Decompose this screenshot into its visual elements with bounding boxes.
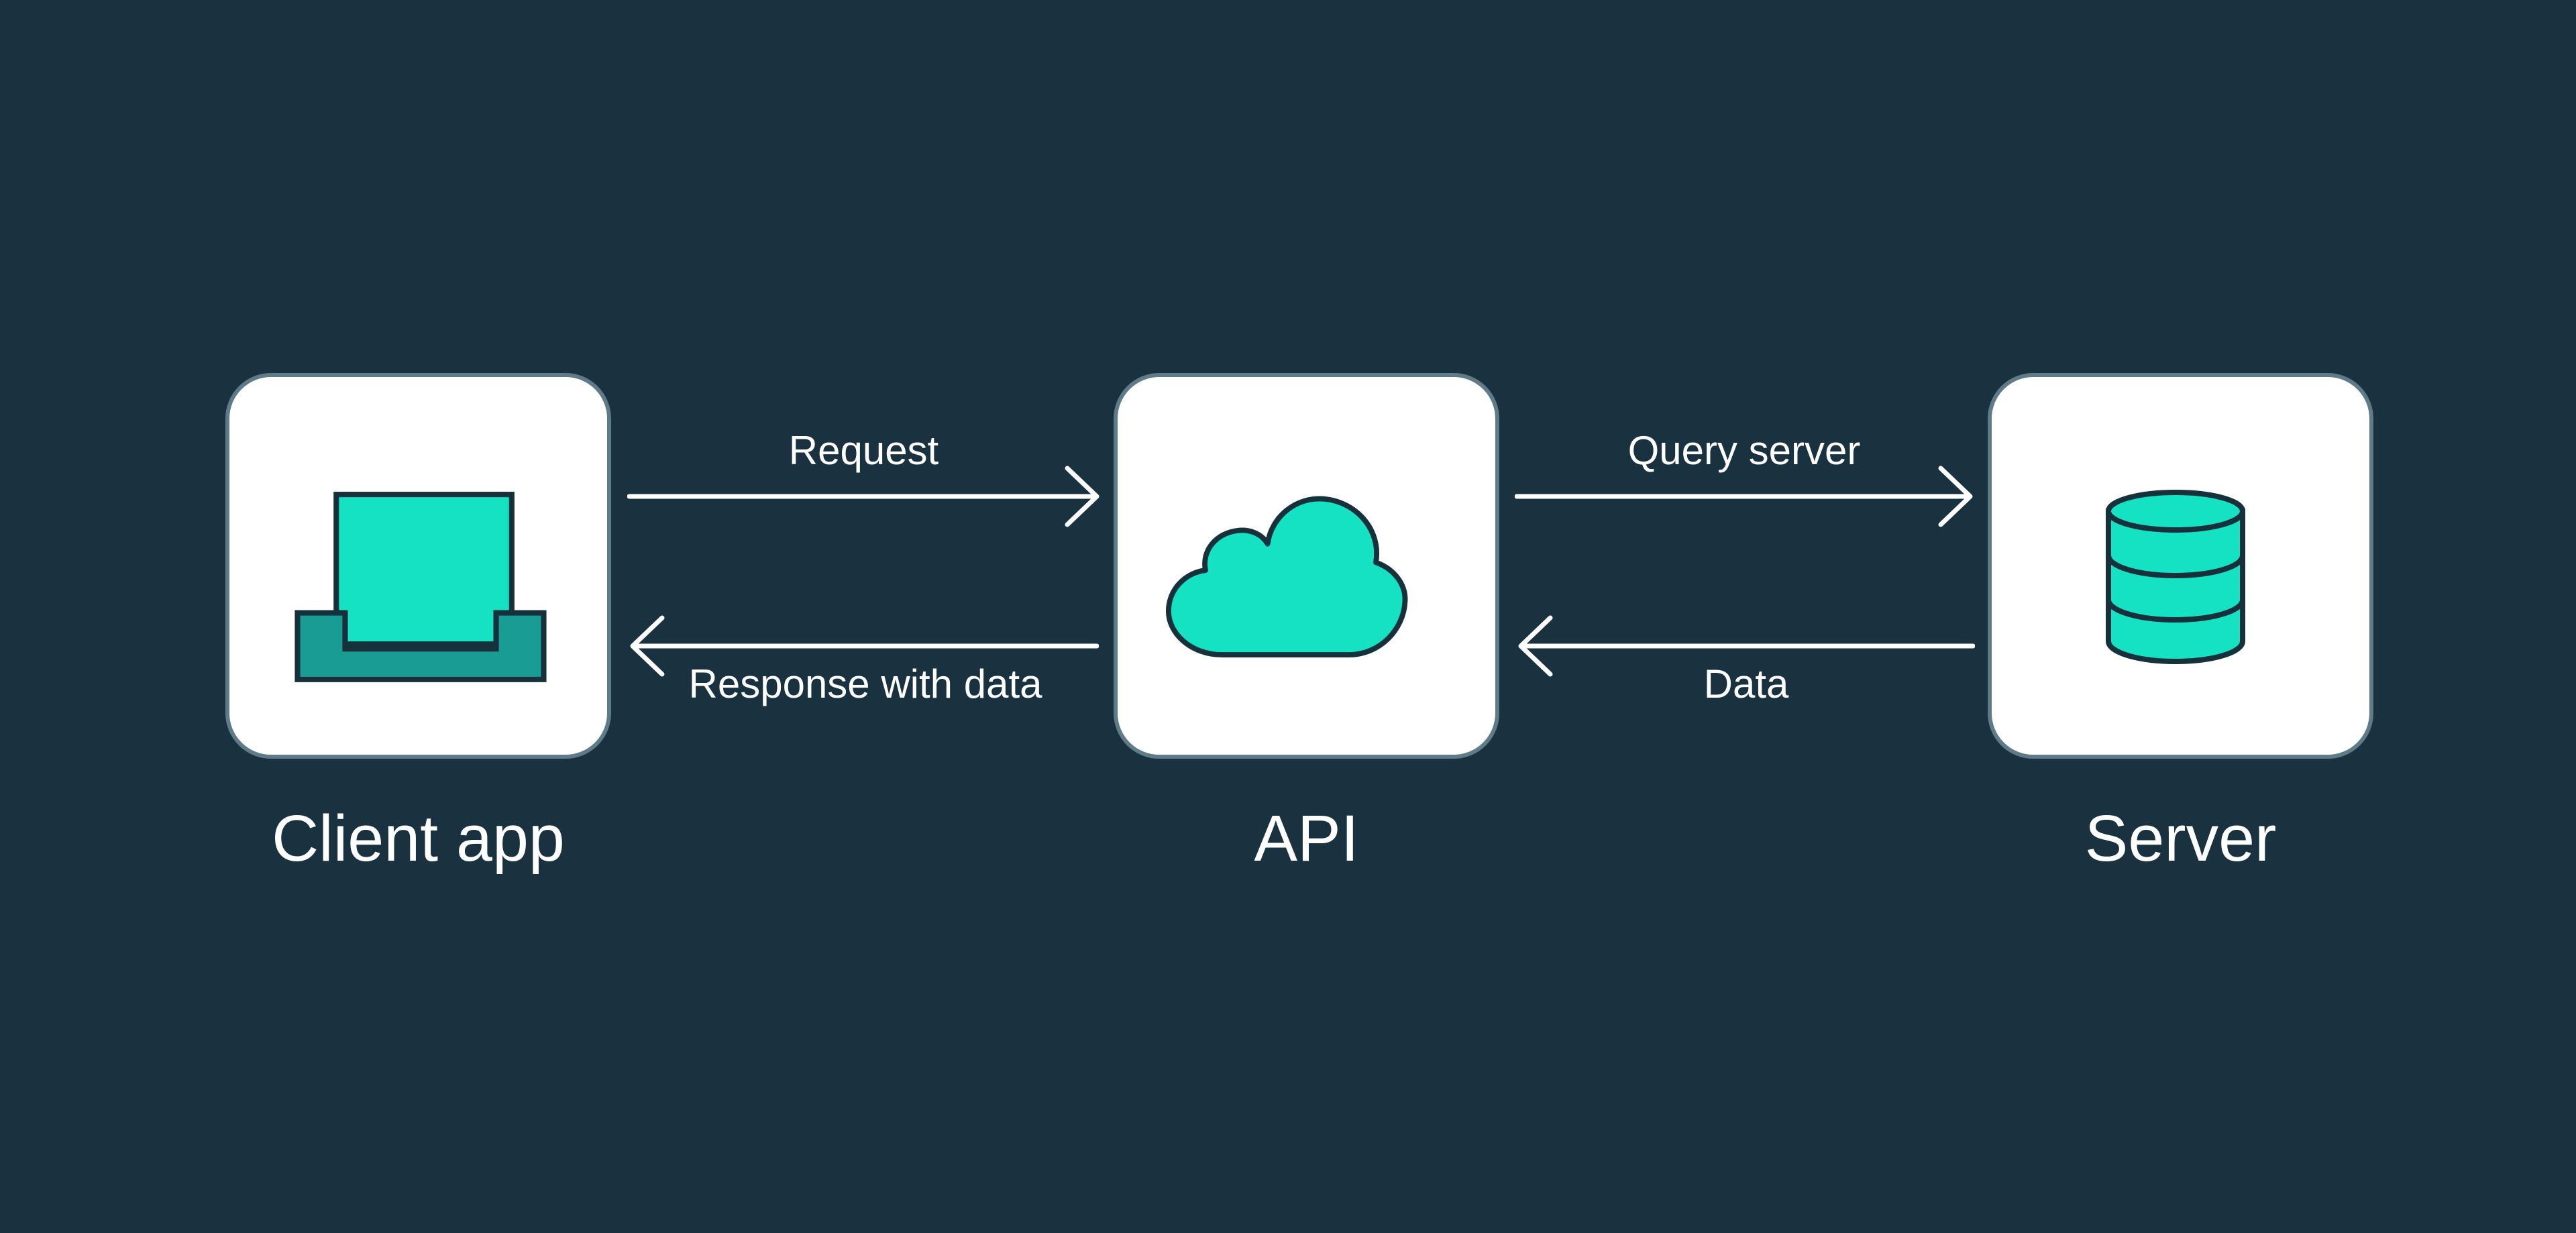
arrow-left-data xyxy=(1518,615,1975,677)
edge-label-data: Data xyxy=(1703,661,1789,706)
server-card xyxy=(1988,373,2373,759)
api-card xyxy=(1114,373,1499,759)
arrow-left-response xyxy=(630,615,1099,677)
edge-label-response: Response with data xyxy=(688,661,1042,706)
arrow-right-query-server xyxy=(1515,466,1973,527)
laptop-icon xyxy=(294,492,547,682)
edge-label-request: Request xyxy=(788,428,939,473)
client-app-card xyxy=(225,373,611,759)
node-label-api: API xyxy=(1254,802,1359,875)
node-label-server: Server xyxy=(2084,802,2277,875)
database-icon xyxy=(2106,490,2245,664)
node-label-client: Client app xyxy=(272,802,565,875)
arrow-right-request xyxy=(627,466,1099,527)
edge-label-query-server: Query server xyxy=(1627,428,1861,473)
cloud-icon xyxy=(1165,496,1408,658)
